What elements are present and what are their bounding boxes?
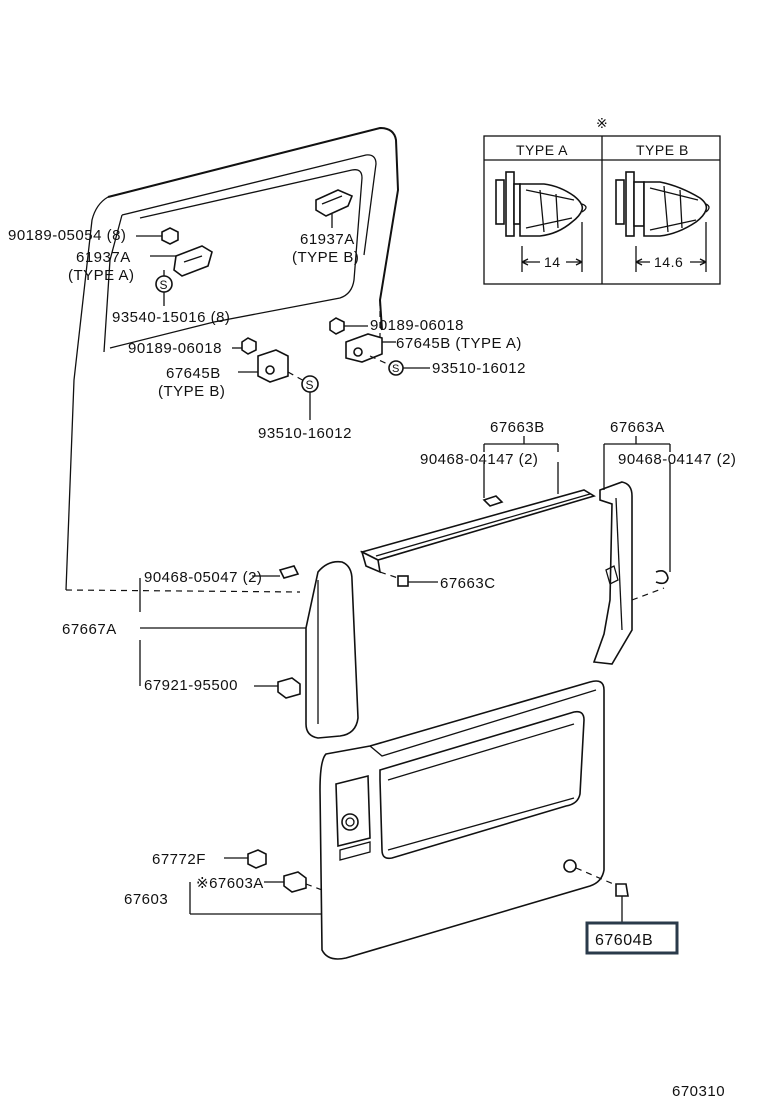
label-67667A: 67667A: [62, 621, 117, 638]
label-93540-15016: 93540-15016 (8): [112, 309, 230, 326]
label-67603A: ※67603A: [196, 875, 264, 892]
type-a-header: TYPE A: [516, 142, 568, 158]
trim-67663A: [592, 436, 671, 665]
label-90468-04147-right: 90468-04147 (2): [618, 451, 736, 468]
label-67645B-left: 67645B: [166, 365, 221, 382]
label-67663B: 67663B: [490, 419, 545, 436]
label-67921-95500: 67921-95500: [144, 677, 238, 694]
screw-67663C: [379, 571, 438, 587]
door-frame: [65, 126, 400, 593]
upper-clip-parts: S S S: [136, 189, 430, 420]
door-panel-67603: [319, 680, 619, 960]
pillar-trim-67667A: [139, 560, 359, 739]
type-b-clip-icon: [615, 171, 710, 237]
label-93510-16012-left: 93510-16012: [258, 425, 352, 442]
label-90468-05047: 90468-05047 (2): [144, 569, 262, 586]
label-90189-06018-left: 90189-06018: [128, 340, 222, 357]
label-61937A-left: 61937A: [76, 249, 131, 266]
label-67663A: 67663A: [610, 419, 665, 436]
type-b-header: TYPE B: [636, 142, 689, 158]
type-a-clip-icon: [495, 171, 587, 237]
part-labels: 90189-05054 (8) 61937A (TYPE A) 61937A (…: [8, 227, 736, 908]
label-61937A-right: 61937A: [300, 231, 355, 248]
type-b-dimension: 14.6: [654, 254, 683, 270]
svg-text:S: S: [160, 278, 169, 292]
inset-note-symbol: ※: [596, 115, 608, 131]
type-a-dimension: 14: [544, 254, 561, 270]
highlighted-part-67604B[interactable]: 67604B: [585, 921, 679, 955]
trim-67663B: [359, 436, 596, 574]
label-67603: 67603: [124, 891, 168, 908]
lower-fasteners: [189, 849, 629, 922]
label-90189-06018-right: 90189-06018: [370, 317, 464, 334]
label-67604B[interactable]: 67604B: [595, 932, 653, 949]
svg-text:S: S: [392, 363, 399, 375]
clip-type-inset: ※ TYPE A TYPE B 14 14.6: [483, 115, 721, 285]
svg-text:S: S: [306, 378, 314, 392]
diagram-id: 670310: [672, 1083, 725, 1100]
label-type-b-left: (TYPE B): [158, 383, 225, 400]
label-90189-05054: 90189-05054 (8): [8, 227, 126, 244]
label-93510-16012-right: 93510-16012: [432, 360, 526, 377]
label-67772F: 67772F: [152, 851, 206, 868]
label-type-a-left: (TYPE A): [68, 267, 135, 284]
label-type-b-right: (TYPE B): [292, 249, 359, 266]
label-67645B-type-a: 67645B (TYPE A): [396, 335, 522, 352]
label-90468-04147-mid: 90468-04147 (2): [420, 451, 538, 468]
label-67663C: 67663C: [440, 575, 496, 592]
